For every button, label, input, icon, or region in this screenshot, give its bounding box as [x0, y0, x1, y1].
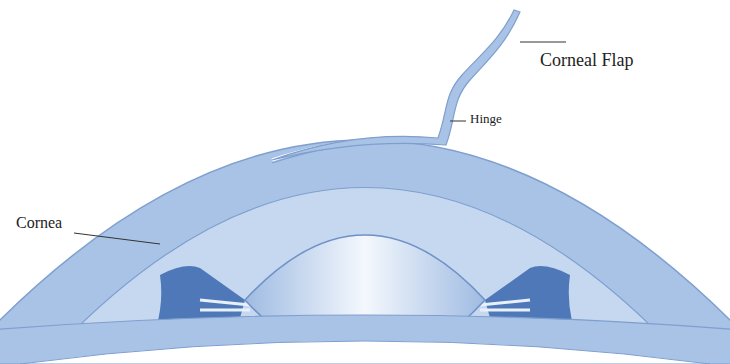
part-label: Corneal Flap	[540, 50, 633, 71]
lower-band	[0, 315, 730, 364]
leader-line	[450, 121, 466, 122]
part-label: Cornea	[16, 214, 62, 232]
cornea-band	[0, 140, 730, 364]
leader-line	[74, 233, 160, 244]
corneal-flap	[272, 10, 520, 160]
vitreous	[20, 341, 710, 364]
part-label: Hinge	[470, 112, 502, 127]
leader-line	[520, 42, 566, 43]
